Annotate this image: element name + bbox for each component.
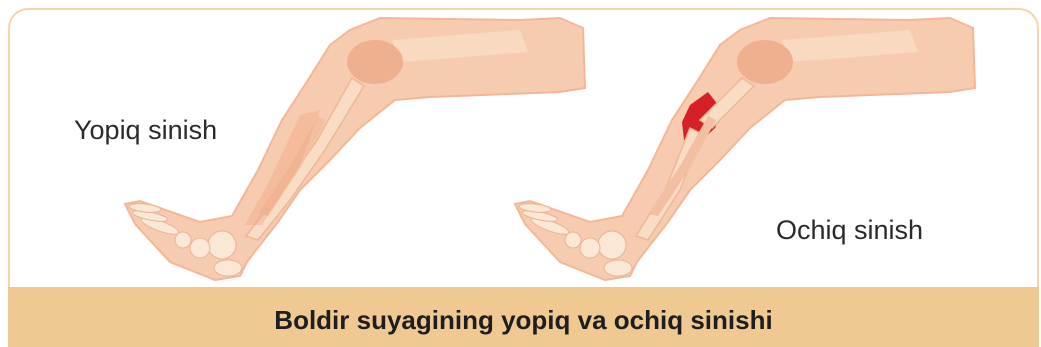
open-fracture-label: Ochiq sinish bbox=[776, 217, 923, 244]
fracture-illustration bbox=[0, 0, 1041, 290]
closed-fracture-label: Yopiq sinish bbox=[74, 117, 217, 144]
leg-closed-fracture-illustration bbox=[125, 18, 585, 280]
figure-caption: Boldir suyagining yopiq va ochiq sinishi bbox=[274, 305, 772, 336]
knee-joint-open bbox=[737, 40, 793, 84]
knee-joint bbox=[347, 40, 403, 84]
caption-bar: Boldir suyagining yopiq va ochiq sinishi bbox=[8, 287, 1039, 347]
